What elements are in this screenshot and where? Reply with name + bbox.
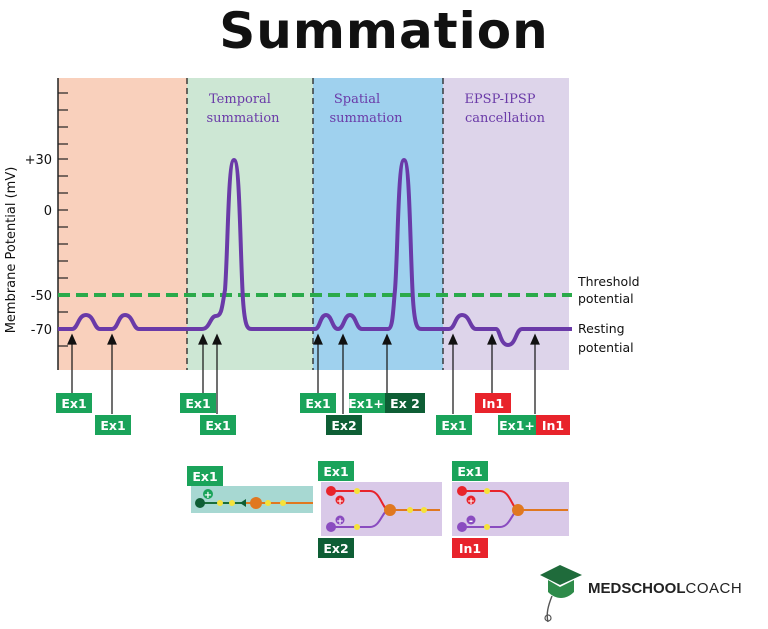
signal-dot	[407, 507, 413, 513]
stimulus-label: Ex1	[61, 396, 86, 411]
presynaptic-terminal-icon	[326, 486, 336, 496]
signal-dot	[484, 488, 490, 494]
panel-spatial	[313, 78, 443, 370]
excitatory-sign-icon	[466, 495, 476, 505]
diagram-label-box	[452, 461, 488, 481]
signal-dot	[354, 488, 360, 494]
stimulus-label: Ex1+	[499, 418, 535, 433]
threshold-label: potential	[578, 291, 634, 306]
stimulus-box	[56, 393, 92, 413]
logo-bold-text: MEDSCHOOL	[588, 580, 686, 597]
presynaptic-terminal-icon	[457, 486, 467, 496]
panel-title-cancellation: cancellation	[465, 111, 546, 126]
plus-sign: +	[467, 497, 475, 507]
signal-dot	[280, 500, 286, 506]
stimulus-label: Ex2	[331, 418, 356, 433]
excitatory-sign-icon	[335, 495, 345, 505]
stimulus-label: Ex1	[100, 418, 125, 433]
panel-title-cancellation: EPSP-IPSP	[464, 92, 535, 107]
stimulus-box	[200, 415, 236, 435]
stimulus-box	[95, 415, 131, 435]
panel-title-spatial: summation	[329, 111, 403, 126]
minus-sign: -	[469, 516, 473, 527]
stimulus-box	[536, 415, 570, 435]
panel-cancellation	[443, 78, 569, 370]
plus-sign: +	[336, 517, 344, 527]
stimulus-label: Ex1	[441, 418, 466, 433]
excitatory-sign-icon	[203, 489, 213, 499]
diagram-label: In1	[459, 541, 481, 556]
y-axis-label: Membrane Potential (mV)	[4, 167, 19, 334]
y-tick-label: 0	[44, 204, 52, 219]
signal-dot	[484, 524, 490, 530]
y-tick-label: -70	[31, 323, 52, 338]
soma-icon	[384, 504, 396, 516]
stimulus-label: Ex1+	[348, 396, 384, 411]
stimulus-box	[498, 415, 536, 435]
presynaptic-terminal-icon	[195, 498, 205, 508]
threshold-label: Threshold	[577, 274, 640, 289]
stimulus-label: In1	[542, 418, 564, 433]
diagram-label: Ex1	[323, 464, 348, 479]
medschoolcoach-logo: MEDSCHOOLCOACH	[588, 580, 742, 597]
panel-title-temporal: Temporal	[209, 92, 271, 107]
panel-temporal	[187, 78, 313, 370]
diagram-label: Ex1	[192, 469, 217, 484]
diagram-label-box	[452, 538, 488, 558]
excitatory-sign-icon	[335, 515, 345, 525]
signal-dot	[217, 500, 223, 506]
stimulus-box	[349, 393, 385, 413]
y-tick-label: -50	[31, 289, 52, 304]
synapse-arrow-icon	[240, 499, 246, 507]
resting-label: potential	[578, 340, 634, 355]
diagram-label: Ex2	[323, 541, 348, 556]
soma-icon	[512, 504, 524, 516]
soma-icon	[250, 497, 262, 509]
diagram-label-box	[318, 461, 354, 481]
signal-dot	[421, 507, 427, 513]
y-tick-label: +30	[25, 153, 52, 168]
diagram-label: Ex1	[457, 464, 482, 479]
signal-dot	[229, 500, 235, 506]
membrane-potential-trace	[58, 158, 572, 347]
plus-sign: +	[204, 490, 212, 501]
presynaptic-terminal-icon	[326, 522, 336, 532]
signal-dot	[265, 500, 271, 506]
resting-label: Resting	[578, 321, 625, 336]
signal-dot	[354, 524, 360, 530]
stimulus-arrows	[67, 333, 540, 414]
stimulus-box	[475, 393, 511, 413]
stimulus-label: Ex1	[305, 396, 330, 411]
inhibitory-sign-icon	[466, 515, 476, 525]
stimulus-label: Ex1	[205, 418, 230, 433]
presynaptic-terminal-icon	[457, 522, 467, 532]
diagram-label-box	[318, 538, 354, 558]
stimulus-label: Ex1	[185, 396, 210, 411]
stimulus-box	[300, 393, 336, 413]
stimulus-box	[436, 415, 472, 435]
plus-sign: +	[336, 497, 344, 507]
panel-title-spatial: Spatial	[334, 92, 380, 107]
stimulus-box	[385, 393, 425, 413]
stimulus-box	[326, 415, 362, 435]
graduation-cap-logo-icon	[540, 565, 582, 623]
stimulus-label: Ex 2	[390, 396, 420, 411]
stimulus-label: In1	[482, 396, 504, 411]
page-title: Summation	[219, 2, 549, 60]
diagram-label-box	[187, 466, 223, 486]
stimulus-box	[180, 393, 216, 413]
logo-regular-text: COACH	[685, 580, 743, 597]
panel-title-temporal: summation	[206, 111, 280, 126]
